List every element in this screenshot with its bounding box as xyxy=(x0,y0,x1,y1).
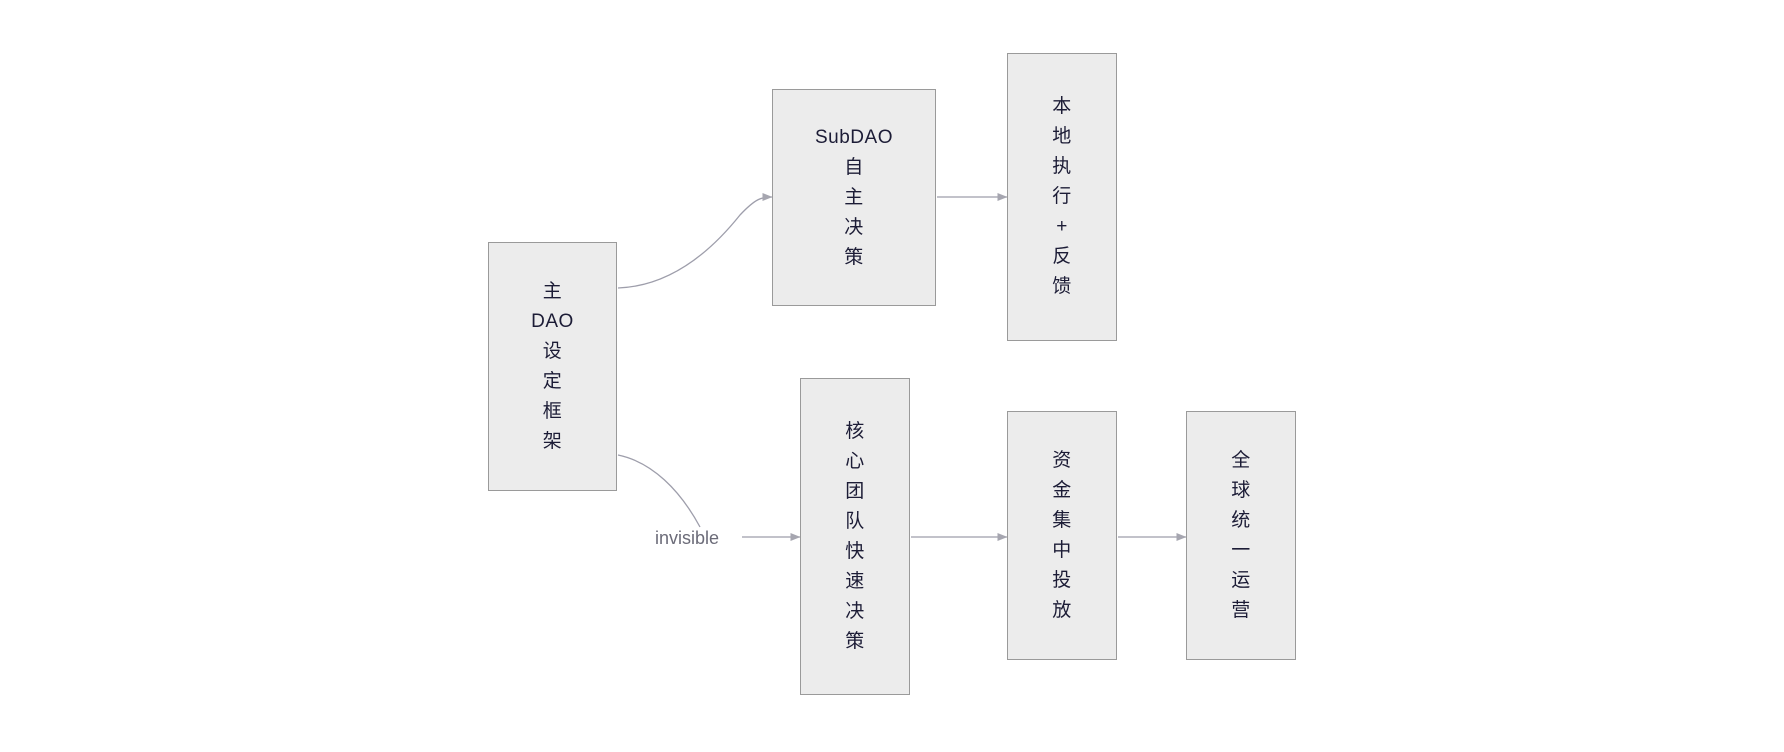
node-label: 全 球 统 一 运 营 xyxy=(1231,449,1251,621)
edge-label-invisible: invisible xyxy=(651,528,724,549)
node-label: 本 地 执 行 + 反 馈 xyxy=(1052,96,1072,297)
node-centralized-capital-deployment[interactable]: 资 金 集 中 投 放 xyxy=(1007,411,1117,660)
node-subdao[interactable]: SubDAO 自 主 决 策 xyxy=(772,89,936,306)
node-global-unified-operations[interactable]: 全 球 统 一 运 营 xyxy=(1186,411,1296,660)
node-core-team-fast-decision[interactable]: 核 心 团 队 快 速 决 策 xyxy=(800,378,910,695)
node-local-execution-feedback[interactable]: 本 地 执 行 + 反 馈 xyxy=(1007,53,1117,341)
edge-main-dao-to-core-team xyxy=(617,454,701,528)
node-label: SubDAO 自 主 决 策 xyxy=(815,126,893,268)
edge-main-dao-to-subdao xyxy=(617,193,773,289)
node-label: 核 心 团 队 快 速 决 策 xyxy=(845,420,865,652)
node-label: 主 DAO 设 定 框 架 xyxy=(531,280,574,452)
node-label: 资 金 集 中 投 放 xyxy=(1052,449,1072,621)
node-main-dao[interactable]: 主 DAO 设 定 框 架 xyxy=(488,242,617,491)
